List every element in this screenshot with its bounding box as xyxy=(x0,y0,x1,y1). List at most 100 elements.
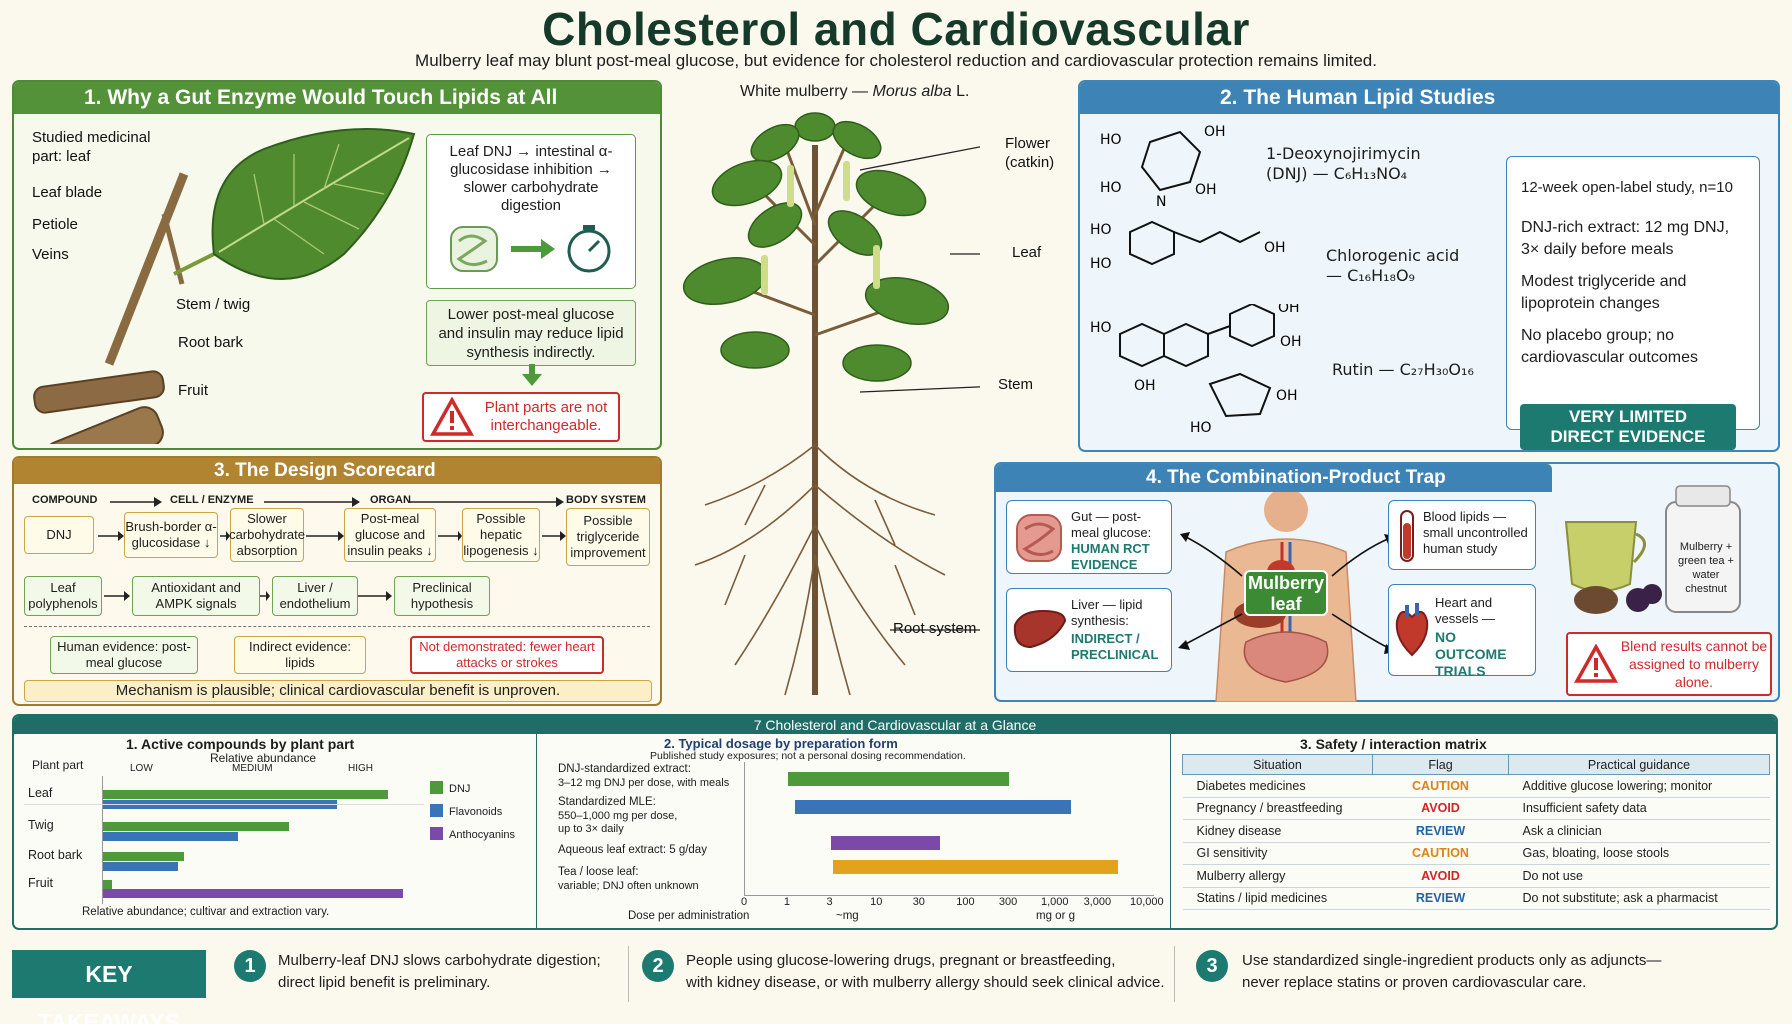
studied-part-label: Studied medicinal part: leaf xyxy=(32,129,151,165)
svg-text:HO: HO xyxy=(1090,256,1112,272)
safety-flag: REVIEW xyxy=(1372,887,1509,910)
heart-icon xyxy=(1395,603,1429,657)
compound-bar-anthocyanins-fruit xyxy=(103,889,403,898)
gut-text: Gut — post-meal glucose: xyxy=(1071,509,1152,540)
safety-table: Situation Flag Practical guidance Diabet… xyxy=(1182,754,1770,910)
down-arrow-icon xyxy=(522,364,542,386)
dosage-label-1a: DNJ-standardized extract: xyxy=(558,763,691,775)
safety-flag: CAUTION xyxy=(1372,774,1509,798)
mechanism-text: Leaf DNJ → intestinal α-glucosidase inhi… xyxy=(449,143,613,214)
human-evidence-box: Human evidence: post-meal glucose xyxy=(50,636,198,674)
compound-bar-dnj-twig xyxy=(103,822,289,831)
safety-col-guidance: Practical guidance xyxy=(1508,754,1770,775)
svg-text:OH: OH xyxy=(1276,388,1298,404)
mulberry-leaf-center: Mulberry leaf xyxy=(1244,570,1328,616)
safety-situation: Pregnancy / breastfeeding xyxy=(1182,797,1373,820)
stem-twig-label: Stem / twig xyxy=(176,296,251,313)
dosage-label-1b: 3–12 mg DNJ per dose, with meals xyxy=(558,777,730,789)
legend-dnj: DNJ xyxy=(430,778,515,801)
safety-header-row: Situation Flag Practical guidance xyxy=(1182,754,1770,775)
dosage-tick-label: 3 xyxy=(826,896,833,908)
lower-glucose-box: Lower post-meal glucose and insulin may … xyxy=(426,300,636,366)
petiole-label: Petiole xyxy=(32,216,78,233)
svg-text:OH: OH xyxy=(1264,240,1286,256)
tree-stem-label: Stem xyxy=(998,376,1034,393)
safety-guidance: Do not substitute; ask a pharmacist xyxy=(1508,887,1770,910)
heart-text: Heart and vessels — xyxy=(1435,595,1495,626)
safety-col-situation: Situation xyxy=(1182,754,1373,775)
panel-combination-trap-title: 4. The Combination-Product Trap xyxy=(996,464,1552,492)
heart-vessels-box: Heart and vessels — NO OUTCOME TRIALS xyxy=(1388,584,1536,679)
brush-border-box: Brush-border α-glucosidase ↓ xyxy=(124,512,218,558)
indirect-evidence-box: Indirect evidence: lipids xyxy=(234,636,366,674)
species-label: White mulberry — xyxy=(740,83,869,100)
leaf-illustration xyxy=(33,128,416,444)
dosage-tick-label: 1 xyxy=(783,896,791,908)
liver-evidence: INDIRECT / PRECLINICAL xyxy=(1071,631,1159,662)
dnj-box: DNJ xyxy=(24,516,94,554)
blood-lipids-text: Blood lipids — small uncontrolled human … xyxy=(1423,509,1528,556)
svg-text:HO: HO xyxy=(1090,320,1112,336)
safety-situation: GI sensitivity xyxy=(1182,842,1373,865)
col-organ: ORGAN xyxy=(370,494,411,506)
dosage-label-4a: Tea / loose leaf: xyxy=(558,866,639,878)
tea-and-bottle-illustration xyxy=(1564,485,1741,614)
safety-flag: CAUTION xyxy=(1372,842,1509,865)
dosage-bar xyxy=(833,860,1119,874)
scale-medium: MEDIUM xyxy=(232,763,273,774)
study-line4: No placebo group; no cardiovascular outc… xyxy=(1521,327,1698,366)
dosage-bar xyxy=(795,800,1072,814)
safety-guidance: Insufficient safety data xyxy=(1508,797,1770,820)
dnj-name: 1-Deoxynojirimycin (DNJ) — C₆H₁₃NO₄ xyxy=(1266,144,1421,183)
intestine-to-timer-icon xyxy=(450,225,611,273)
takeaway-number-3: 3 xyxy=(1196,950,1228,982)
safety-guidance: Do not use xyxy=(1508,864,1770,888)
compound-bar-dnj-fruit xyxy=(103,880,112,889)
legend-flavonoids: Flavonoids xyxy=(430,801,515,824)
safety-col-flag: Flag xyxy=(1372,754,1509,775)
panel-design-scorecard-title: 3. The Design Scorecard xyxy=(14,458,660,484)
legend-dnj-label: DNJ xyxy=(449,783,471,795)
bottle-label: Mulberry + green tea + water chestnut xyxy=(1678,541,1734,595)
dosage-bars xyxy=(744,762,1154,896)
dosage-bar xyxy=(787,772,1010,786)
svg-text:HO: HO xyxy=(1190,420,1212,436)
takeaway-1-line1: Mulberry-leaf DNJ slows carbohydrate dig… xyxy=(278,952,601,969)
safety-guidance: Gas, bloating, loose stools xyxy=(1508,842,1770,865)
safety-guidance: Additive glucose lowering; monitor xyxy=(1508,774,1770,798)
legend-anthocyanins-swatch xyxy=(430,827,443,840)
dosage-label-2b: 550–1,000 mg per dose, up to 3× daily xyxy=(558,810,678,835)
mulberry-tree-illustration xyxy=(682,112,950,696)
scale-high: HIGH xyxy=(348,763,373,774)
dosage-tick-label: 100 xyxy=(956,896,975,908)
panel-design-scorecard: 3. The Design Scorecard COMPOUND CELL / … xyxy=(12,456,662,706)
page-subtitle: Mulberry leaf may blunt post-meal glucos… xyxy=(415,51,1377,70)
compound-bar-flavonoids-root-bark xyxy=(103,862,178,871)
rutin-name: Rutin — C₂₇H₃₀O₁₆ xyxy=(1332,360,1474,379)
svg-text:OH: OH xyxy=(1204,124,1226,140)
takeaway-1-line2: direct lipid benefit is preliminary. xyxy=(278,974,491,991)
takeaway-2-line1: People using glucose-lowering drugs, pre… xyxy=(686,952,1116,969)
takeaway-3-line2: never replace statins or proven cardiova… xyxy=(1242,974,1587,991)
svg-text:OH: OH xyxy=(1134,378,1156,394)
intestine-icon xyxy=(1016,514,1062,562)
svg-text:OH: OH xyxy=(1280,334,1302,350)
safety-situation: Mulberry allergy xyxy=(1182,864,1373,888)
svg-text:HO: HO xyxy=(1100,180,1122,196)
compound-bar-flavonoids-twig xyxy=(103,832,238,841)
takeaway-2-line2: with kidney disease, or with mulberry al… xyxy=(686,974,1165,991)
legend-flavonoids-label: Flavonoids xyxy=(449,806,503,818)
species-caption: White mulberry — Morus alba L. xyxy=(740,83,969,101)
col-cell-enzyme: CELL / ENZYME xyxy=(170,494,254,506)
dosage-tick-label: 3,000 xyxy=(1083,896,1112,908)
safety-guidance: Ask a clinician xyxy=(1508,819,1770,843)
dosage-label-4b: variable; DNJ often unknown xyxy=(558,880,699,892)
study-line3: Modest triglyceride and lipoprotein chan… xyxy=(1521,273,1687,312)
flower-label: Flower (catkin) xyxy=(1005,135,1055,171)
safety-situation: Statins / lipid medicines xyxy=(1182,887,1373,910)
key-takeaways-label: KEY TAKEAWAYS xyxy=(12,950,206,1024)
